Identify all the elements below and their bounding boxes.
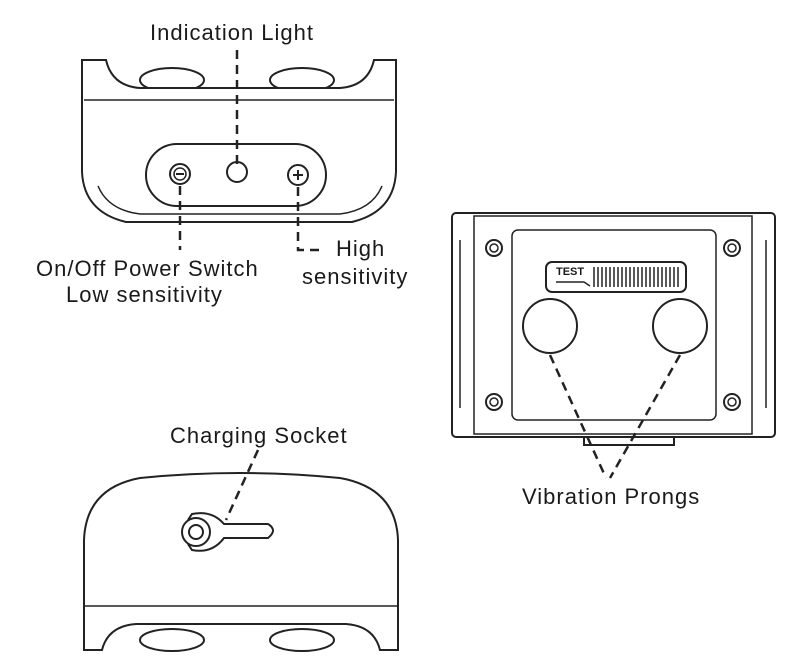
vibration-prong-right — [652, 298, 708, 354]
screw-top-right — [723, 239, 741, 257]
bottom-foot-left — [139, 628, 205, 652]
leader-prong-right — [608, 354, 682, 479]
screw-bottom-left-inner — [489, 397, 499, 407]
leader-prong-left — [548, 354, 608, 479]
high-sensitivity-label: sensitivity — [302, 264, 409, 289]
minus-button-inner — [173, 167, 187, 181]
top-view-device — [81, 50, 397, 252]
bottom-view-device — [83, 449, 399, 652]
screw-bottom-right — [723, 393, 741, 411]
test-strip — [545, 261, 687, 293]
vibration-prongs-label: Vibration Prongs — [522, 484, 701, 509]
high-label: High — [336, 236, 386, 261]
indication-light-label: Indication Light — [150, 20, 314, 45]
top-body-inner-edge — [97, 185, 383, 215]
test-label: TEST — [556, 266, 585, 278]
low-sensitivity-label: Low sensitivity — [66, 282, 223, 307]
back-inner-frame — [473, 215, 753, 435]
test-arrow — [556, 281, 591, 287]
on-off-power-switch-label: On/Off Power Switch — [36, 256, 259, 281]
back-bottom-connector — [583, 436, 675, 446]
vibration-prong-left — [522, 298, 578, 354]
indication-light — [226, 161, 248, 183]
leader-charging-socket — [224, 449, 260, 521]
bottom-foot-right — [269, 628, 335, 652]
bottom-body-outline — [83, 472, 399, 651]
screw-top-right-inner — [727, 243, 737, 253]
screw-bottom-left — [485, 393, 503, 411]
leader-high-sensitivity — [296, 187, 322, 252]
charging-socket-label: Charging Socket — [170, 423, 348, 448]
test-strip-bars — [593, 267, 679, 287]
back-view-device — [451, 212, 776, 479]
screw-top-left-inner — [489, 243, 499, 253]
screw-bottom-right-inner — [727, 397, 737, 407]
charging-socket-pin — [188, 524, 204, 540]
back-inner-panel — [511, 229, 717, 421]
screw-top-left — [485, 239, 503, 257]
